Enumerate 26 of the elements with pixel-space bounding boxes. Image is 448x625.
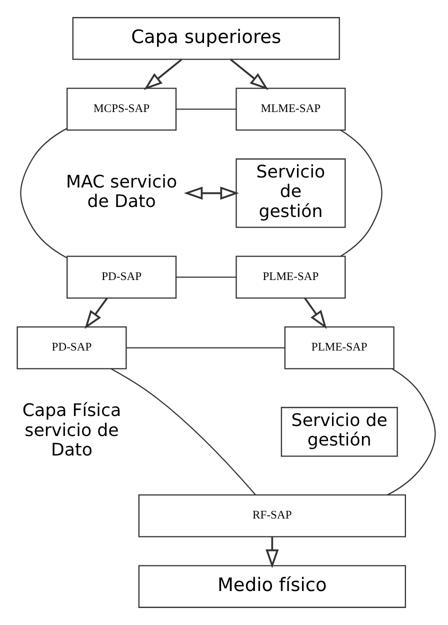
node-text: MAC servicio de Dato (66, 172, 178, 212)
connector (387, 368, 436, 496)
node-box: PD-SAP (16, 326, 127, 370)
node-box: Servicio de gestión (236, 158, 346, 228)
connector (110, 368, 256, 496)
connector (126, 347, 285, 348)
arrow (230, 58, 268, 90)
arrow (266, 536, 279, 568)
node-box: Medio físico (138, 565, 406, 608)
arrow (144, 58, 182, 90)
connector (20, 128, 68, 258)
connector (176, 108, 236, 110)
node-text: Capa Física servicio de Dato (22, 401, 122, 461)
node-box: PLME-SAP (236, 256, 346, 299)
arrow (184, 186, 240, 200)
connector (176, 276, 236, 278)
node-box: PD-SAP (66, 256, 177, 299)
connector (340, 130, 382, 257)
node-box: Servicio de gestión (280, 406, 398, 457)
node-box: MLME-SAP (236, 88, 346, 131)
arrow (304, 298, 327, 329)
node-box: Capa superiores (72, 17, 340, 60)
arrow (84, 298, 108, 329)
node-box: PLME-SAP (284, 326, 394, 370)
node-box: RF-SAP (138, 494, 406, 538)
node-box: MCPS-SAP (66, 88, 177, 131)
